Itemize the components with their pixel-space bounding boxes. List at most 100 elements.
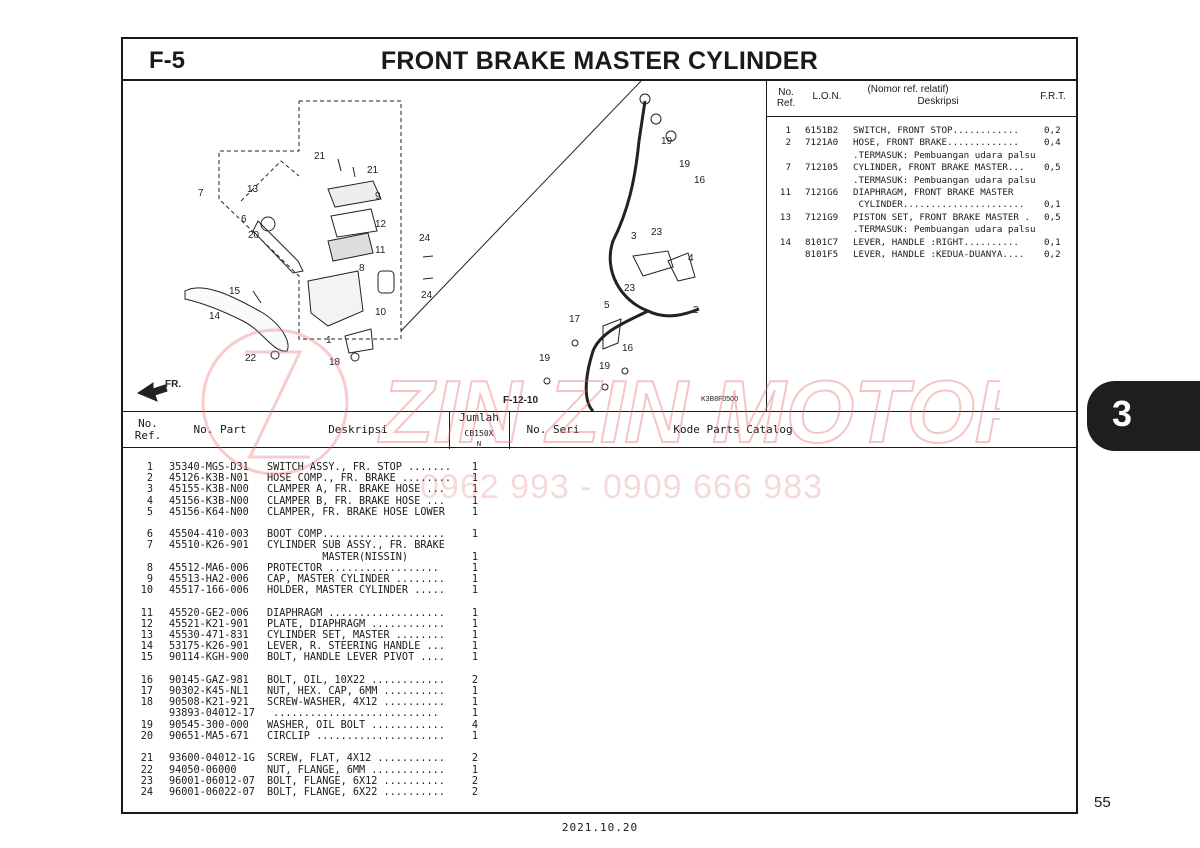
parts-cell-desc: BOLT, FLANGE, 6X12 .......... [267,775,445,787]
lon-cell-desc: .TERMASUK: Pembuangan udara palsu [853,174,1036,186]
lon-header-frt: F.R.T. [1040,91,1066,102]
svg-text:16: 16 [622,343,634,354]
parts-cell-ref: 13 [140,630,153,642]
svg-text:20: 20 [248,230,260,241]
parts-header-desc: Deskripsi [328,423,388,436]
parts-cell-desc: WASHER, OIL BOLT ............ [267,719,445,731]
parts-cell-desc: NUT, HEX. CAP, 6MM .......... [267,686,445,698]
parts-cell-qty: 1 [471,697,479,709]
parts-cell-desc: BOLT, FLANGE, 6X22 .......... [267,786,445,798]
parts-cell-ref: 14 [140,641,153,653]
parts-cell-desc: NUT, FLANGE, 6MM ............ [267,764,445,776]
parts-cell-part: 45504-410-003 [169,529,249,541]
section-tab-number: 3 [1111,393,1133,434]
svg-text:23: 23 [651,227,663,238]
page-number: 55 [1094,794,1111,811]
parts-cell-qty: 1 [471,506,479,518]
parts-row: MASTER(NISSIN)1 [123,552,763,563]
parts-header-model: CB150X [464,429,494,438]
svg-text:10: 10 [375,307,387,318]
parts-cell-desc: CLAMPER, FR. BRAKE HOSE LOWER [267,506,445,518]
parts-cell-ref: 15 [140,652,153,664]
parts-cell-part: 35340-MGS-D31 [169,462,249,473]
lon-cell-frt: 0,2 [1044,248,1061,260]
parts-cell-desc: BOOT COMP.................... [267,529,445,541]
ref-label: F-12-10 [503,395,538,406]
lon-cell-desc: CYLINDER, FRONT BRAKE MASTER... [853,162,1025,174]
lon-cell-desc: SWITCH, FRONT STOP............ [853,125,1019,136]
parts-row: 13 45530-471-831 CYLINDER SET, MASTER ....… [123,630,763,641]
svg-text:21: 21 [367,165,379,176]
lon-cell-frt: 0,5 [1044,211,1061,223]
parts-cell-desc: CIRCLIP ..................... [267,730,445,742]
lon-cell-lon: 7121G9 [805,211,839,223]
svg-text:5: 5 [604,300,610,311]
parts-cell-desc: BOLT, HANDLE LEVER PIVOT .... [267,652,445,664]
lon-cell-ref: 1 [785,125,791,136]
parts-cell-part: 53175-K26-901 [169,641,249,653]
parts-cell-qty: 1 [471,473,479,485]
parts-cell-part: 90302-K45-NL1 [169,686,249,698]
parts-cell-desc: CLAMPER B, FR. BRAKE HOSE ... [267,495,445,507]
parts-cell-qty: 1 [471,708,479,720]
parts-cell-ref: 10 [140,585,153,597]
parts-cell-qty: 1 [471,529,479,541]
parts-cell-qty: 1 [471,585,479,597]
svg-text:24: 24 [421,290,433,301]
parts-cell-part: 45155-K3B-N00 [169,484,249,496]
parts-cell-part: 45530-471-831 [169,630,249,642]
svg-text:14: 14 [209,311,221,322]
parts-row: 93893-04012-17 .........................… [123,708,763,719]
lon-cell-ref: 11 [779,186,791,198]
parts-cell-desc: HOSE COMP., FR. BRAKE ........ [267,473,452,485]
parts-cell-part: 90651-MA5-671 [169,730,249,742]
parts-cell-ref: 17 [140,686,153,698]
parts-cell-desc: PLATE, DIAPHRAGM ............ [267,618,445,630]
parts-cell-desc: CYLINDER SUB ASSY., FR. BRAKE [267,540,445,552]
parts-cell-desc: BOLT, OIL, 10X22 ............ [267,674,445,686]
parts-cell-qty: 2 [471,786,479,798]
parts-cell-ref: 12 [140,618,153,630]
parts-cell-ref: 24 [140,786,153,798]
parts-row: 20 90651-MA5-671 CIRCLIP .................… [123,731,763,742]
lon-cell-ref: 13 [779,211,791,223]
parts-cell-part: 45126-K3B-N01 [169,473,249,485]
parts-cell-qty: 1 [471,562,479,574]
parts-cell-part: 45512-MA6-006 [169,562,249,574]
parts-cell-qty: 1 [471,607,479,619]
parts-header-part: No. Part [193,423,247,436]
svg-text:19: 19 [679,159,691,170]
parts-cell-ref: 16 [140,674,153,686]
parts-cell-desc: CYLINDER SET, MASTER ........ [267,630,445,642]
parts-header-serial: No. Seri [526,423,580,436]
svg-text:4: 4 [688,253,694,264]
parts-cell-desc: ........................... [267,708,439,720]
parts-cell-ref: 22 [140,764,153,776]
parts-cell-desc: DIAPHRAGM ................... [267,607,445,619]
lon-table-header: No. Ref. L.O.N. (Nomor ref. relatif) Des… [767,81,1077,117]
parts-cell-ref: 4 [146,495,153,507]
parts-cell-qty: 1 [471,641,479,653]
lon-row: CYLINDER......................0,1 [767,199,1077,211]
svg-text:18: 18 [329,357,341,368]
parts-cell-ref: 1 [146,462,153,473]
svg-text:19: 19 [539,353,551,364]
parts-cell-ref: 20 [140,730,153,742]
svg-text:19: 19 [599,361,611,372]
parts-cell-ref: 23 [140,775,153,787]
parts-cell-ref: 19 [140,719,153,731]
parts-cell-desc: HOLDER, MASTER CYLINDER ..... [267,585,445,597]
parts-cell-qty: 1 [471,573,479,585]
svg-text:1: 1 [326,335,332,346]
parts-cell-desc: SCREW-WASHER, 4X12 .......... [267,697,445,709]
figure-code: K3B8F0500 [701,396,738,403]
